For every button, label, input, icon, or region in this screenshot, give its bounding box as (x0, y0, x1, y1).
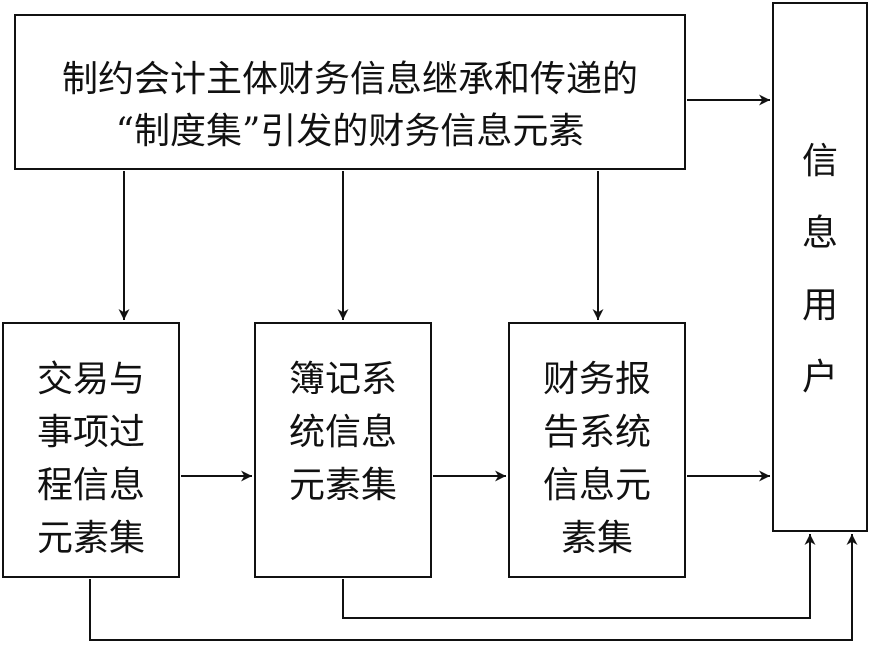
user-box-char-3: 用 (801, 285, 838, 326)
top-box-line-1: 制约会计主体财务信息继承和传递的 (61, 59, 638, 100)
user-box-char-4: 户 (801, 357, 838, 398)
transaction-box-line-3: 程信息 (36, 465, 145, 506)
transaction-box: 交易与 事项过 程信息 元素集 (2, 322, 180, 578)
top-source-box: 制约会计主体财务信息继承和传递的 “制度集”引发的财务信息元素 (14, 14, 686, 170)
financial-report-box-line-4: 素集 (560, 518, 633, 559)
financial-report-box-line-3: 信息元 (542, 465, 651, 506)
bookkeeping-box-line-3: 元素集 (288, 465, 397, 506)
financial-report-box-line-2: 告系统 (542, 412, 651, 453)
top-box-line-2: “制度集”引发的财务信息元素 (115, 111, 585, 152)
user-box-char-2: 息 (801, 213, 838, 254)
arrow-bookkeeping-to-user (342, 534, 816, 619)
financial-report-box-line-1: 财务报 (542, 359, 651, 400)
bookkeeping-box: 簿记系 统信息 元素集 (254, 322, 432, 578)
bookkeeping-box-line-1: 簿记系 (288, 359, 397, 400)
transaction-box-line-1: 交易与 (36, 359, 145, 400)
financial-report-box: 财务报 告系统 信息元 素集 (508, 322, 686, 578)
arrow-transaction-to-user (89, 534, 858, 641)
transaction-box-line-4: 元素集 (36, 518, 145, 559)
user-box-char-1: 信 (801, 141, 838, 182)
information-user-box: 信 息 用 户 (772, 2, 868, 532)
transaction-box-line-2: 事项过 (36, 412, 145, 453)
bookkeeping-box-line-2: 统信息 (288, 412, 397, 453)
